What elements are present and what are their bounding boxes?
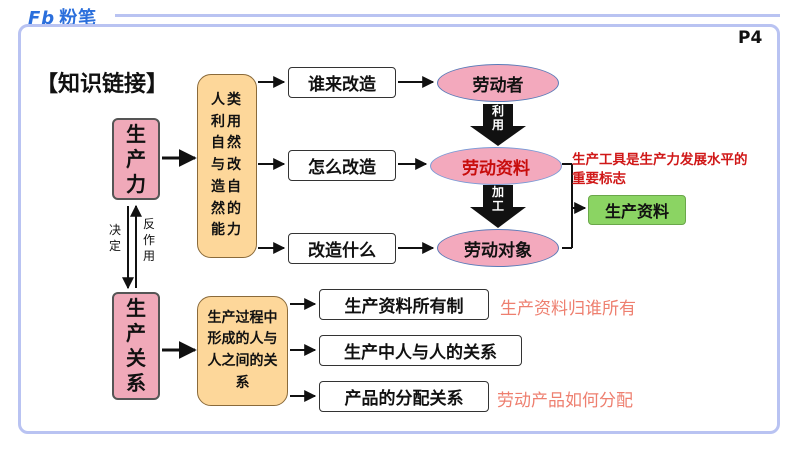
distribution-box: 产品的分配关系 — [319, 381, 489, 412]
transform-description-text: 人类利用自然与改造自然的能力 — [211, 92, 243, 239]
ownership-box: 生产资料所有制 — [319, 289, 489, 320]
use-label: 利用 — [491, 104, 504, 133]
relations-description-box: 生产过程中形成的人与人之间的关系 — [197, 296, 288, 406]
reacts-label: 反作用 — [142, 217, 155, 264]
how-box: 怎么改造 — [288, 150, 396, 181]
laborer-ellipse: 劳动者 — [437, 64, 559, 102]
means-of-labor-ellipse: 劳动资料 — [430, 147, 562, 185]
arrow-process — [470, 185, 526, 228]
productive-forces-box: 生产力 — [112, 118, 160, 200]
relations-of-production-box: 生产关系 — [112, 292, 160, 400]
relations-description-text: 生产过程中形成的人与人之间的关系 — [207, 309, 278, 391]
process-label: 加工 — [491, 185, 504, 214]
logo-mark: Fb — [28, 8, 56, 29]
ownership-note: 生产资料归谁所有 — [500, 299, 636, 319]
header-divider — [115, 14, 780, 17]
decides-label: 决定 — [108, 223, 121, 254]
section-title: 【知识链接】 — [36, 72, 169, 97]
logo-text: 粉笔 — [59, 8, 98, 29]
page-number: P4 — [738, 28, 763, 48]
productive-forces-label: 生产力 — [126, 121, 146, 196]
means-of-production-box: 生产资料 — [588, 195, 686, 225]
relations-item-box: 生产中人与人的关系 — [319, 335, 522, 366]
slide-frame — [18, 24, 780, 434]
object-of-labor-ellipse: 劳动对象 — [437, 229, 559, 267]
who-box: 谁来改造 — [288, 67, 396, 98]
relations-of-production-label: 生产关系 — [126, 296, 146, 395]
arrow-use — [470, 104, 526, 146]
transform-description-box: 人类利用自然与改造自然的能力 — [197, 74, 257, 258]
what-box: 改造什么 — [288, 233, 396, 264]
tools-note: 生产工具是生产力发展水平的重要标志 — [572, 152, 748, 187]
distribution-note: 劳动产品如何分配 — [497, 391, 633, 411]
